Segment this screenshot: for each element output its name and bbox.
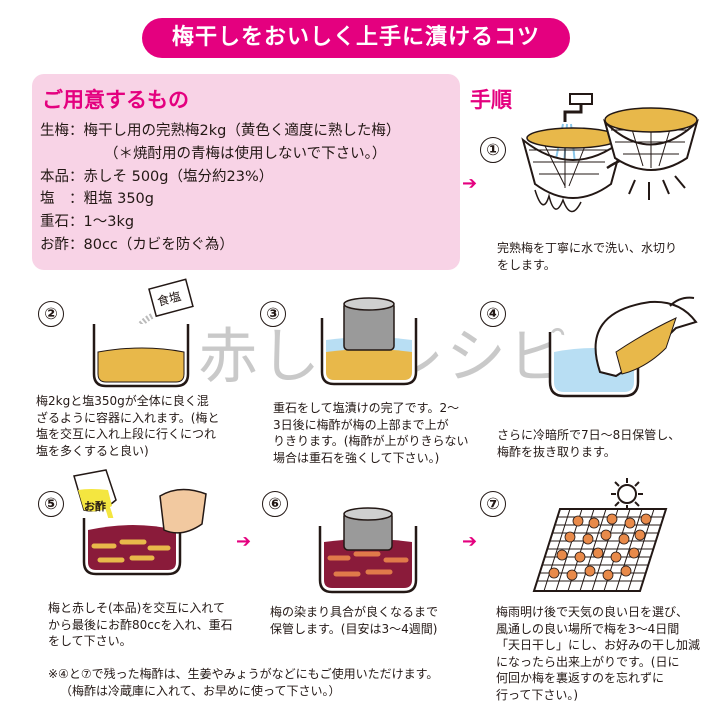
page-title: 梅干しをおいしく上手に漬けるコツ [142, 18, 570, 58]
step-2-caption: 梅2kgと塩350gが全体に良く混 ざるように容器に入れます。(梅と 塩を交互に… [36, 394, 220, 458]
step-4-caption: さらに冷暗所で7日〜8日保管し、 梅酢を抜き取ります。 [497, 428, 681, 459]
curing-illustration [318, 507, 418, 594]
ingredients-heading: ご用意するもの [42, 88, 189, 112]
ingredient-line: 重石：1〜3kg [40, 214, 135, 231]
salting-illustration [92, 278, 194, 388]
arrow-icon: ➔ [462, 531, 478, 552]
shiso-layering-illustration [73, 469, 207, 576]
step-1-number: ① [480, 137, 506, 163]
step-6-number: ⑥ [262, 491, 288, 517]
procedure-heading: 手順 [470, 88, 512, 112]
draining-illustration [548, 296, 698, 398]
step-3-caption: 重石をして塩漬けの完了です。2〜 3日後に梅酢が梅の上部まで上が りきります。(… [273, 401, 469, 465]
drying-rack-illustration [532, 508, 668, 592]
step-6-caption: 梅の染まり具合が良くなるまで 保管します。(目安は3〜4週間) [270, 605, 439, 636]
pressing-illustration [320, 297, 418, 386]
step-5-caption: 梅と赤しそ(本品)を交互に入れて から最後にお酢80ccを入れ、重石 をして下さ… [48, 601, 233, 648]
ingredient-note: （＊焼酎用の青梅は使用しないで下さい。） [104, 145, 387, 162]
step-4-number: ④ [480, 301, 506, 327]
footnote: ※④と⑦で残った梅酢は、生姜やみょうがなどにもご使用いただけます。 （梅酢は冷蔵… [48, 667, 439, 698]
washing-illustration [521, 93, 699, 213]
ingredient-line: 生梅：梅干し用の完熟梅2kg（黄色く適度に熟した梅） [40, 123, 401, 139]
ingredients-list: 生梅：梅干し用の完熟梅2kg（黄色く適度に熟した梅） （＊焼酎用の青梅は使用しな… [40, 120, 400, 257]
ingredient-line: お酢：80cc（カビを防ぐ為） [40, 236, 234, 253]
step-3-number: ③ [260, 301, 286, 327]
ingredients-box [32, 74, 460, 270]
vinegar-label: お酢 [84, 500, 106, 513]
step-7-number: ⑦ [480, 491, 506, 517]
step-7-caption: 梅雨明け後で天気の良い日を選び、 風通しの良い場所で梅を3〜4日間 「天日干し」… [496, 605, 701, 702]
ingredient-line: 塩 ：粗塩 350g [40, 191, 154, 208]
arrow-icon: ➔ [236, 531, 252, 552]
ingredient-line: 本品：赤しそ 500g（塩分約23%） [40, 168, 274, 185]
step-1-caption: 完熟梅を丁寧に水で洗い、水切り をします。 [497, 241, 678, 272]
sun-icon [611, 478, 643, 510]
step-5-number: ⑤ [38, 491, 64, 517]
arrow-icon: ➔ [462, 173, 478, 194]
step-2-number: ② [38, 301, 64, 327]
